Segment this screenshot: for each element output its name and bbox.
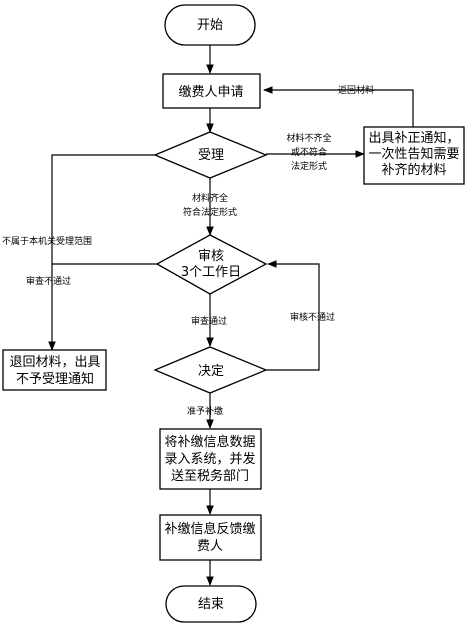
edge-label-approve: 准予补缴 (187, 405, 223, 417)
decide-decision: 决定 (153, 346, 268, 394)
enter-label-line3: 送至税务部门 (171, 468, 249, 484)
enter-label-line1: 将补缴信息数据 (164, 434, 255, 450)
feedback-label-line1: 补缴信息反馈缴 (164, 521, 255, 537)
edge-label-review-fail-right: 审核不通过 (290, 311, 335, 323)
edge-label-out-of-scope: 不属于本机关受理范围 (2, 235, 92, 247)
review-label-line1: 审核 (198, 249, 224, 264)
reject-label-line1: 退回材料，出具 (9, 355, 100, 370)
edge-label-incomplete-line2: 或不符合 (291, 146, 327, 158)
enter-label-line2: 录入系统，并发 (164, 451, 255, 467)
accept-label: 受理 (198, 148, 224, 163)
correction-label-line3: 补齐的材料 (381, 162, 446, 178)
apply-label: 缴费人申请 (178, 85, 243, 100)
reject-node: 退回材料，出具 不予受理通知 (2, 349, 107, 391)
reject-label-line2: 不予受理通知 (16, 371, 94, 387)
apply-node: 缴费人申请 (162, 73, 261, 109)
correction-label-line2: 一次性告知需要 (368, 146, 459, 162)
end-node: 结束 (165, 585, 257, 623)
start-label: 开始 (197, 18, 223, 33)
feedback-node: 补缴信息反馈缴 费人 (159, 514, 262, 561)
edge-correction-to-apply (263, 86, 414, 127)
correction-label-line1: 出具补正通知， (368, 130, 459, 146)
edge-label-incomplete-line3: 法定形式 (291, 160, 327, 172)
review-decision: 审核 3个工作日 (155, 234, 268, 295)
accept-decision: 受理 (153, 131, 268, 179)
edge-label-complete-line2: 符合法定形式 (183, 206, 237, 218)
edge-label-review-pass: 审查通过 (191, 315, 227, 327)
end-label: 结束 (198, 597, 224, 612)
edge-label-return-materials: 返回材料 (338, 84, 374, 96)
enter-data-node: 将补缴信息数据 录入系统，并发 送至税务部门 (159, 428, 262, 490)
edge-decide-to-review (266, 260, 320, 371)
decide-label: 决定 (198, 364, 224, 379)
correction-node: 出具补正通知， 一次性告知需要 补齐的材料 (363, 126, 465, 185)
edge-label-complete-line1: 材料齐全 (192, 192, 228, 204)
edge-label-review-fail-left: 审查不通过 (26, 275, 71, 287)
edge-accept-to-reject (48, 154, 155, 351)
edge-label-incomplete-line1: 材料不齐全 (286, 132, 331, 144)
start-node: 开始 (164, 4, 256, 46)
feedback-label-line2: 费人 (197, 539, 223, 554)
review-label-line2: 3个工作日 (181, 265, 241, 280)
